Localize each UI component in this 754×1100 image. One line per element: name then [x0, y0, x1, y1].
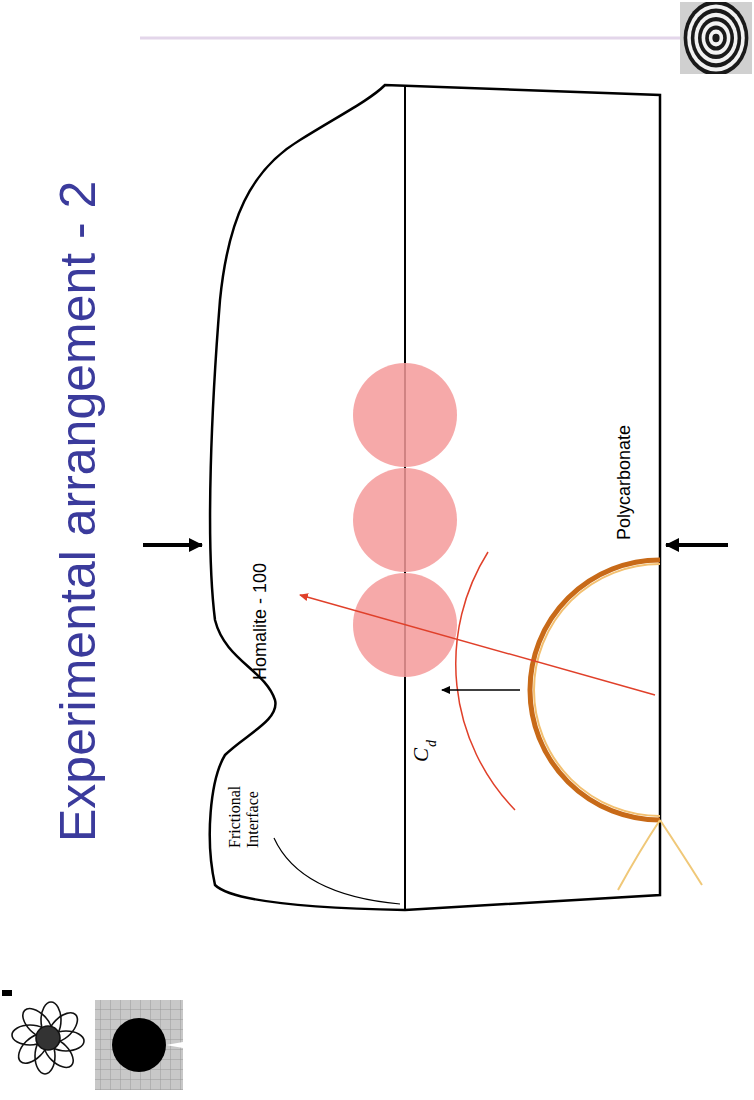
wave-ray: [300, 595, 655, 695]
beam-line: [140, 37, 682, 40]
load-arrow: [666, 543, 728, 547]
wave-front: [456, 552, 515, 810]
crack-branch: [618, 820, 702, 890]
velocity-subscript: d: [424, 740, 439, 747]
grid-icon: [95, 1000, 183, 1090]
region-label: Homalite - 100: [248, 550, 273, 684]
region-label: Polycarbonate: [612, 412, 637, 544]
fringe-icon: [680, 2, 752, 74]
mark: [2, 990, 12, 996]
specimen-outline: [210, 85, 660, 910]
crack-front: [534, 564, 660, 816]
slide-title: Experimental arrangement - 2: [48, 181, 108, 842]
crack-front: [530, 560, 660, 820]
beam-line: [138, 36, 142, 1000]
gauge-circle: [353, 468, 457, 572]
gauge-circle: [353, 363, 457, 467]
grid-icon-disk: [112, 1018, 166, 1072]
velocity-arrow: [442, 689, 520, 691]
grid-icon-notch: [166, 1042, 183, 1048]
region-name: Homalite - 100: [250, 554, 271, 680]
leader-line: [274, 838, 400, 904]
velocity-symbol: C: [410, 748, 433, 762]
region-name: Polycarbonate: [614, 416, 635, 540]
interface-label: Frictional Interface: [226, 768, 261, 848]
load-arrow: [143, 543, 202, 547]
scatter-icon: [12, 1002, 84, 1074]
